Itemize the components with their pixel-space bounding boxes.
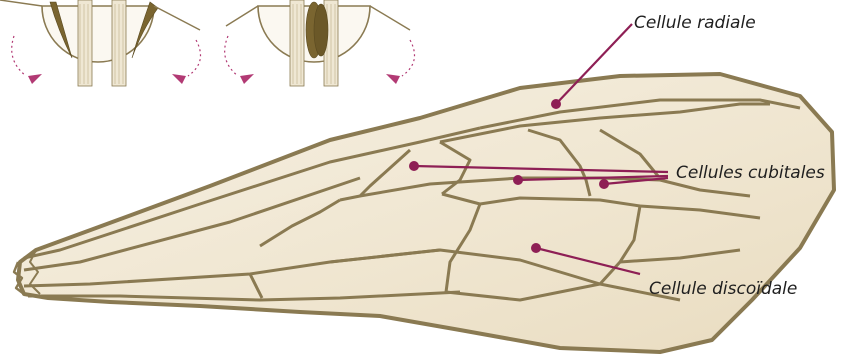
dot-radial: [551, 99, 561, 109]
dot-cubital-3: [599, 179, 609, 189]
label-cellule-discoidale: Cellule discoïdale: [649, 279, 797, 299]
wing: [14, 74, 834, 352]
thorax-section-right: [225, 0, 415, 86]
dot-cubital-1: [409, 161, 419, 171]
dot-discoidal: [531, 243, 541, 253]
label-cellule-radiale: Cellule radiale: [634, 13, 756, 33]
thorax-section-left: [0, 0, 201, 86]
label-cellules-cubitales: Cellules cubitales: [676, 163, 825, 183]
dot-cubital-2: [513, 175, 523, 185]
